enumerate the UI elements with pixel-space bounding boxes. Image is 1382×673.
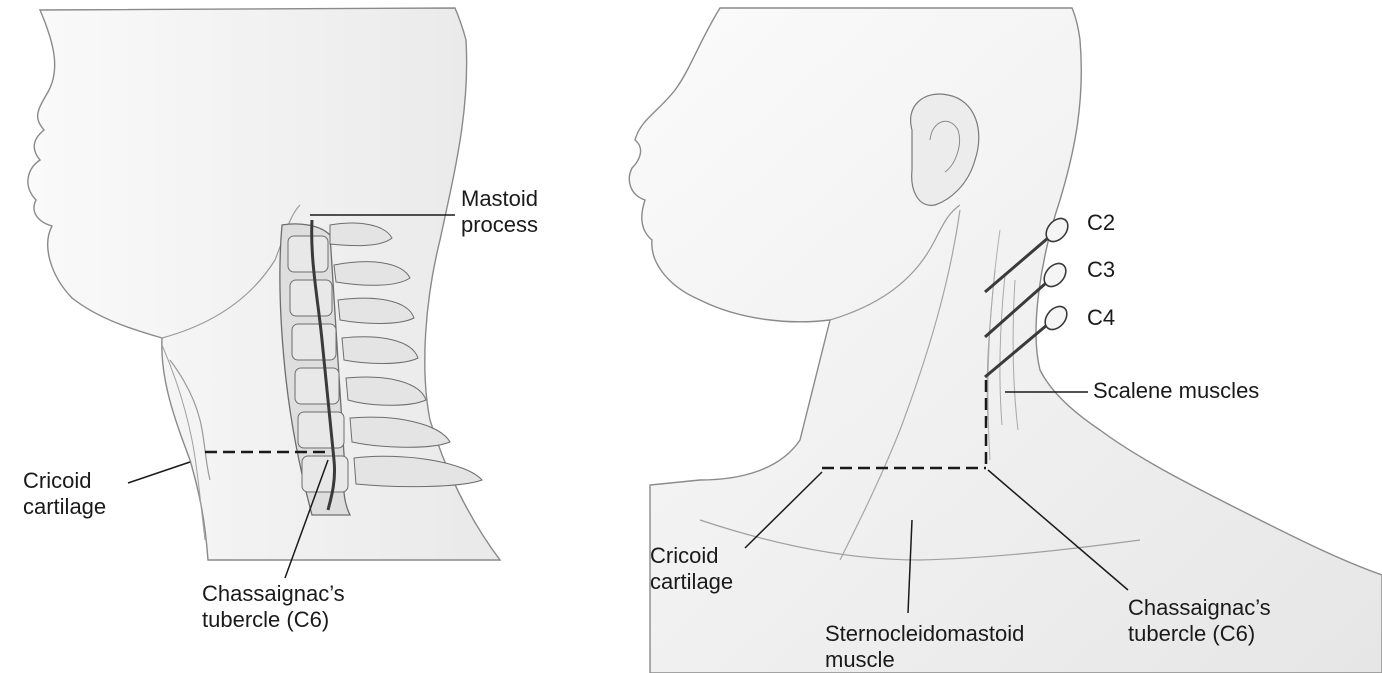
label-scalene-text: Scalene muscles bbox=[1093, 378, 1259, 404]
label-right-cricoid-line2: cartilage bbox=[650, 569, 733, 595]
label-c4-text: C4 bbox=[1087, 305, 1115, 331]
label-left-chassaignac-line1: Chassaignac’s bbox=[202, 581, 345, 607]
right-head-outline bbox=[629, 8, 1382, 673]
label-scalene-muscles: Scalene muscles bbox=[1093, 378, 1259, 404]
label-left-chassaignac-line2: tubercle (C6) bbox=[202, 607, 345, 633]
label-right-chassaignac: Chassaignac’s tubercle (C6) bbox=[1128, 595, 1271, 647]
label-c3-text: C3 bbox=[1087, 257, 1115, 283]
label-right-cricoid-line1: Cricoid bbox=[650, 543, 733, 569]
left-cricoid-leader bbox=[128, 462, 190, 483]
label-c2: C2 bbox=[1087, 210, 1115, 236]
label-right-chassaignac-line1: Chassaignac’s bbox=[1128, 595, 1271, 621]
label-sternocleidomastoid: Sternocleidomastoid muscle bbox=[825, 621, 1024, 673]
label-c4: C4 bbox=[1087, 305, 1115, 331]
label-scm-line2: muscle bbox=[825, 647, 1024, 673]
right-head-illustration bbox=[629, 8, 1382, 673]
label-mastoid-line1: Mastoid bbox=[461, 186, 538, 212]
label-left-chassaignac: Chassaignac’s tubercle (C6) bbox=[202, 581, 345, 633]
label-left-cricoid-cartilage: Cricoid cartilage bbox=[23, 468, 106, 520]
label-right-cricoid-cartilage: Cricoid cartilage bbox=[650, 543, 733, 595]
label-left-cricoid-line2: cartilage bbox=[23, 494, 106, 520]
label-left-cricoid-line1: Cricoid bbox=[23, 468, 106, 494]
label-c2-text: C2 bbox=[1087, 210, 1115, 236]
label-right-chassaignac-line2: tubercle (C6) bbox=[1128, 621, 1271, 647]
label-scm-line1: Sternocleidomastoid bbox=[825, 621, 1024, 647]
label-mastoid-process: Mastoid process bbox=[461, 186, 538, 238]
label-mastoid-line2: process bbox=[461, 212, 538, 238]
label-c3: C3 bbox=[1087, 257, 1115, 283]
